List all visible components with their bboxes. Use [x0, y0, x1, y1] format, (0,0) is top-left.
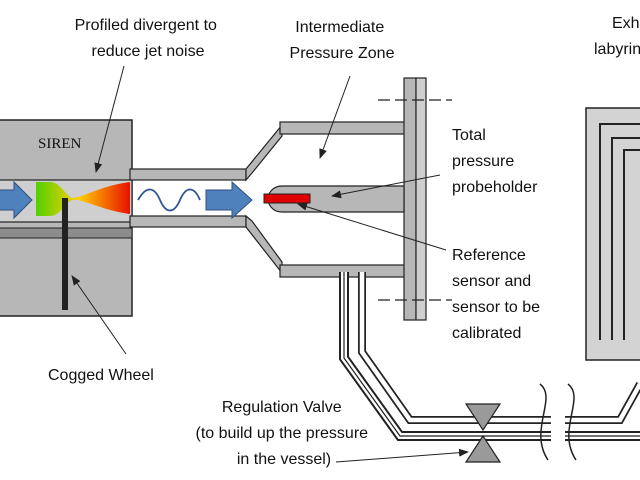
cogged-wheel-shaft	[62, 198, 68, 310]
pipe-break-gap	[551, 410, 565, 442]
leader-reference-sensor	[297, 202, 447, 251]
leader-intermediate-zone	[319, 75, 351, 159]
label-intermediate-zone: Intermediate Pressure Zone	[290, 19, 395, 62]
siren-label: SIREN	[38, 136, 82, 152]
label-reference-sensor: Reference sensor and sensor to be calibr…	[452, 247, 545, 342]
labyrinth-path	[599, 123, 640, 340]
flow-arrow-inlet	[0, 180, 33, 220]
duct-bottom-wall	[129, 215, 247, 228]
expansion-top-wall	[245, 123, 283, 182]
leader-cogged-wheel	[71, 275, 127, 355]
expansion-bottom-wall	[245, 214, 283, 275]
divergent-nozzle	[36, 182, 130, 216]
pipe-break-mark-2	[567, 383, 577, 461]
pressure-wave	[137, 188, 201, 212]
leader-total-pressure	[331, 174, 441, 199]
duct-top-wall	[129, 168, 247, 181]
label-profiled-divergent: Profiled divergent to reduce jet noise	[75, 17, 222, 60]
label-cogged-wheel: Cogged Wheel	[48, 367, 154, 384]
zone-top-wall	[279, 121, 407, 135]
pipe-break-mark-1	[539, 383, 549, 461]
return-pipe-inner	[359, 272, 640, 423]
flange-plate-inner	[415, 77, 427, 321]
reference-sensor	[263, 193, 311, 204]
leader-profiled-divergent	[94, 65, 125, 173]
label-regulation-valve: Regulation Valve (to build up the pressu…	[196, 399, 373, 468]
leader-regulation-valve	[335, 448, 469, 463]
flow-arrow-duct	[205, 180, 253, 220]
regulation-valve	[464, 403, 502, 463]
label-total-pressure: Total pressure probeholder	[452, 127, 538, 196]
flange-plate	[403, 77, 417, 321]
label-exhaust: Exh labyrin	[594, 15, 640, 58]
pressure-pipe-center	[343, 272, 640, 437]
